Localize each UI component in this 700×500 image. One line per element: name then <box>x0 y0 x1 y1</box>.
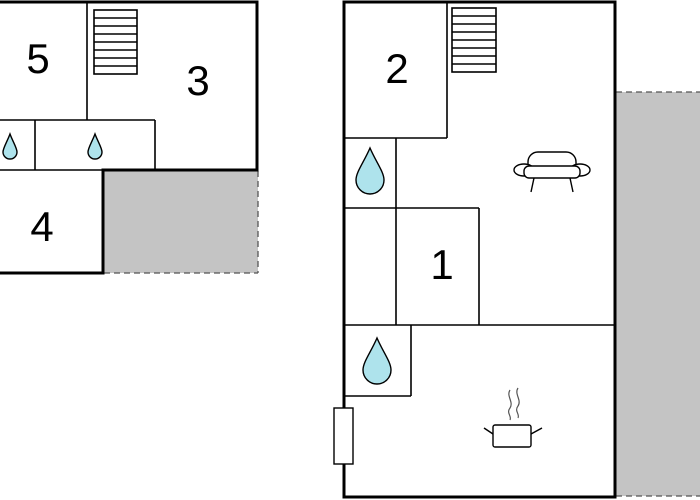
upper-terrace-area <box>104 171 259 274</box>
upper-water-drop-icon-2 <box>87 132 103 160</box>
ground-floor-outer-wall <box>342 0 617 499</box>
radiator-icon <box>333 407 354 465</box>
upper-floor: 5 3 4 <box>0 0 259 275</box>
room-label-4: 4 <box>30 203 53 250</box>
upper-floor-inner-walls <box>0 2 156 171</box>
ground-water-drop-icon-2 <box>362 336 392 385</box>
ground-water-drop-icon-1 <box>355 146 385 195</box>
upper-floor-outer-wall <box>0 0 259 275</box>
room-label-5: 5 <box>26 35 49 82</box>
ground-floor: 2 1 <box>333 0 700 499</box>
room-label-1: 1 <box>430 241 453 288</box>
room-label-3: 3 <box>186 57 209 104</box>
upper-water-drop-icon-1 <box>2 132 18 160</box>
sofa-icon <box>513 151 591 193</box>
ground-terrace-area <box>616 91 700 497</box>
ground-floor-inner-walls <box>344 2 615 397</box>
ground-stairs-icon <box>451 7 497 73</box>
upper-stairs-icon <box>93 9 138 75</box>
cooking-pot-icon <box>483 387 543 448</box>
room-label-2: 2 <box>385 45 408 92</box>
